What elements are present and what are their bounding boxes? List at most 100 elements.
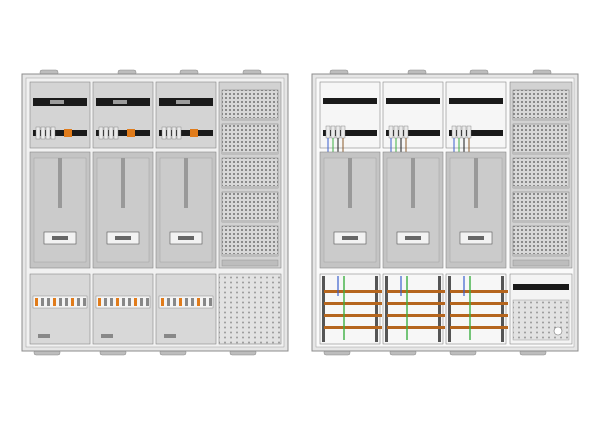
open-meter-slot [411,158,415,208]
terminal-clamp [140,298,143,306]
front-view-cabinet [21,69,289,356]
vent-rail [513,186,569,189]
terminal-clamp [128,298,131,306]
open-din-rail-bottom [449,130,503,136]
open-din-rail-top [323,98,377,104]
vent-rail [222,118,278,121]
terminal-clamp [110,298,113,306]
copper-busbar [324,302,382,305]
meter-display [115,236,131,240]
open-breaker-module [456,125,462,139]
terminal-cover [29,273,91,345]
vent-rail [513,118,569,121]
open-breaker-module [335,125,341,139]
open-meter-slot [474,158,478,208]
terminal-clamp [173,298,176,306]
breaker-module [171,126,177,140]
open-view-cabinet [311,69,579,356]
terminal-clamp [35,298,38,306]
vent-grille [221,191,279,223]
din-rail-bottom [33,130,87,136]
open-terminal-area [509,273,573,345]
open-din-rail-top [386,98,440,104]
terminal-clamp [77,298,80,306]
open-meter-section [382,81,445,345]
terminal-clamp [53,298,56,306]
vent-rail [222,152,278,155]
rail-right [375,276,378,342]
front-meter-section [92,81,154,345]
open-vent-grilles [512,89,570,267]
open-breaker-module [466,125,472,139]
vent-grille [221,123,279,155]
terminal-clamp [161,298,164,306]
vent-grille [221,225,279,257]
copper-busbar [387,314,445,317]
vent-base [512,259,570,267]
meter-display [52,236,68,240]
terminal-clamp [134,298,137,306]
open-meter-columns [319,81,508,345]
terminal-clamp [83,298,86,306]
mains-switch [64,129,72,137]
open-din-rail-top [449,98,503,104]
breaker-module [166,126,172,140]
breaker-module [50,126,56,140]
terminal-cover [92,273,154,345]
vent-grille [512,89,570,121]
terminal-clamp [167,298,170,306]
copper-busbar [324,290,382,293]
copper-busbar [450,326,508,329]
front-vent-grilles [221,89,279,267]
rail-right [501,276,504,342]
breaker-module [176,126,182,140]
vent-grille [512,157,570,189]
open-meter-display [405,236,421,240]
terminal-cover [155,273,217,345]
terminal-clamp [47,298,50,306]
terminal-clamp [179,298,182,306]
copper-busbar [387,302,445,305]
rail-right [438,276,441,342]
breaker-module [45,126,51,140]
terminal-clamp [65,298,68,306]
din-rail-bottom [159,130,213,136]
rail-left [385,276,388,342]
open-meter-display [342,236,358,240]
busbar-area [319,273,381,345]
vent-rail [222,254,278,257]
open-din-rail-bottom [386,130,440,136]
breaker-module [103,126,109,140]
rail-left [448,276,451,342]
vent-grille [512,123,570,155]
vent-rail [222,220,278,223]
mains-switch [190,129,198,137]
busbar-area [445,273,507,345]
breaker-module [113,126,119,140]
terminal-clamp [146,298,149,306]
vent-grille [512,225,570,257]
handle [101,334,113,338]
copper-busbar [387,326,445,329]
vent-rail [513,254,569,257]
meter-slot [121,158,125,208]
handle [38,334,50,338]
terminal-clamp [203,298,206,306]
terminal-clamp [191,298,194,306]
din-label [50,100,64,104]
meter-display [178,236,194,240]
breaker-module [40,126,46,140]
terminal-clamp [116,298,119,306]
meter-slot [58,158,62,208]
front-meter-section [155,81,217,345]
terminal-clamp [122,298,125,306]
open-breaker-module [325,125,331,139]
din-rail-bottom [96,130,150,136]
rail-left [322,276,325,342]
terminal-clamp [185,298,188,306]
terminal-clamp [59,298,62,306]
open-din-rail-bottom [323,130,377,136]
terminal-clamp [41,298,44,306]
vent-rail [222,186,278,189]
